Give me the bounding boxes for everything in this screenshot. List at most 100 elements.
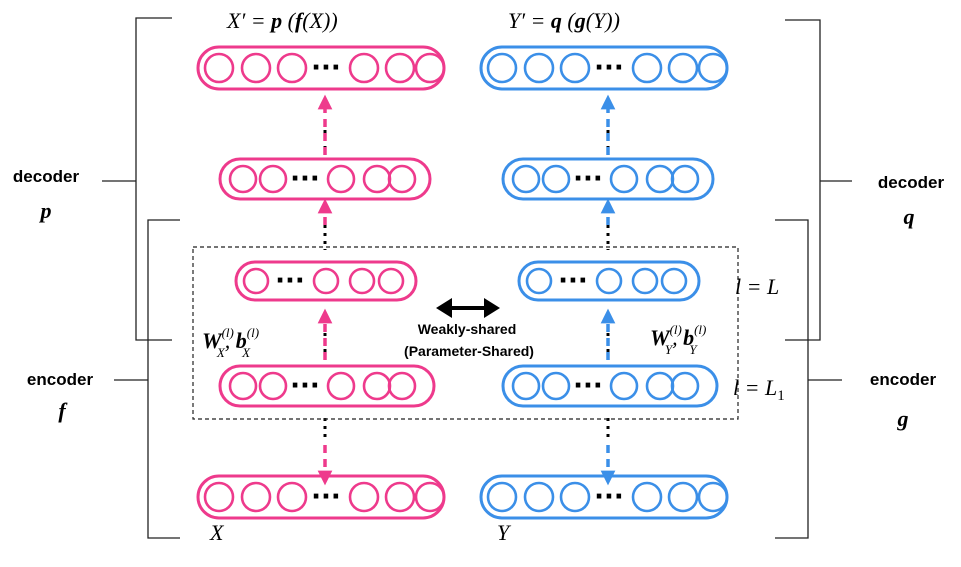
- shared-parameter-box: [192, 246, 739, 420]
- layer-capsule: [234, 260, 418, 302]
- encoder-right-label: encoder: [870, 370, 937, 389]
- decoder-left-label: decoder: [13, 167, 80, 186]
- neuron: [240, 52, 272, 84]
- neuron: [660, 267, 688, 295]
- neuron: [697, 481, 729, 513]
- weakly-shared-arrow-head-right: [484, 298, 500, 318]
- neuron: [631, 52, 663, 84]
- bottom-shared-layer: ···: [501, 364, 719, 408]
- output-layer: ···: [479, 45, 729, 91]
- encoder-left-label: encoder: [27, 370, 94, 389]
- left-network: ··· ··· ··· ··· ···: [196, 45, 446, 520]
- neuron: [228, 164, 258, 194]
- neuron: [312, 267, 340, 295]
- neuron: [595, 267, 623, 295]
- neuron: [276, 481, 308, 513]
- right-output-equation: Y′ = q (g(Y)): [508, 8, 620, 33]
- neuron: [486, 481, 518, 513]
- neuron: [631, 267, 659, 295]
- layer-capsule: [501, 157, 715, 201]
- neuron-ellipsis: ···: [275, 266, 305, 296]
- input-layer: ···: [479, 474, 729, 520]
- weights-left-label: W(l)X, b(l)X: [202, 325, 259, 360]
- neuron: [326, 164, 356, 194]
- neuron: [486, 52, 518, 84]
- decoder-hidden-layer: ···: [501, 157, 715, 201]
- parameter-shared-label: (Parameter-Shared): [404, 343, 534, 359]
- encoder-right-bracket: [775, 219, 809, 539]
- weights-right-label: W(l)Y, b(l)Y: [650, 322, 706, 357]
- decoder-left-bracket: [135, 17, 172, 341]
- neuron: [541, 371, 571, 401]
- neuron: [559, 481, 591, 513]
- neuron: [609, 164, 639, 194]
- neuron: [387, 164, 417, 194]
- neuron: [645, 371, 675, 401]
- neuron: [511, 164, 541, 194]
- encoder-right-symbol: g: [897, 406, 909, 431]
- decoder-right-bracket: [785, 19, 821, 341]
- neuron: [559, 52, 591, 84]
- layer-L-label: l = L: [735, 274, 779, 299]
- weakly-shared-arrow-head-left: [436, 298, 452, 318]
- neuron: [242, 267, 270, 295]
- neuron-ellipsis: ···: [311, 482, 341, 512]
- neuron: [276, 52, 308, 84]
- neuron-ellipsis: ···: [311, 53, 341, 83]
- neuron: [523, 481, 555, 513]
- layer-capsule: [218, 364, 436, 408]
- neuron: [609, 371, 639, 401]
- neuron-ellipsis: ···: [558, 266, 588, 296]
- neuron: [348, 267, 376, 295]
- neuron: [541, 164, 571, 194]
- left-output-equation: X′ = p (f(X)): [226, 8, 338, 33]
- neuron: [203, 52, 235, 84]
- input-right-label: Y: [497, 520, 512, 545]
- neuron: [670, 371, 700, 401]
- right-network: ··· ··· ··· ··· ···: [479, 45, 729, 520]
- bottom-shared-layer: ···: [218, 364, 436, 408]
- neuron: [377, 267, 405, 295]
- layer-capsule: [218, 157, 432, 201]
- neuron: [387, 371, 417, 401]
- layer-L1-label: l = L1: [733, 375, 785, 404]
- neuron: [670, 164, 700, 194]
- neuron: [414, 52, 446, 84]
- neuron: [348, 52, 380, 84]
- neuron: [258, 371, 288, 401]
- neuron-ellipsis: ···: [290, 371, 320, 401]
- neuron: [697, 52, 729, 84]
- decoder-right-label: decoder: [878, 173, 945, 192]
- neuron: [525, 267, 553, 295]
- decoder-left-symbol: p: [39, 198, 52, 223]
- neuron: [228, 371, 258, 401]
- neuron: [362, 164, 392, 194]
- neuron-ellipsis: ···: [290, 164, 320, 194]
- neuron: [240, 481, 272, 513]
- neuron: [414, 481, 446, 513]
- neuron: [362, 371, 392, 401]
- neuron: [258, 164, 288, 194]
- neuron: [511, 371, 541, 401]
- neuron: [667, 481, 699, 513]
- decoder-hidden-layer: ···: [218, 157, 432, 201]
- top-shared-layer: ···: [234, 260, 418, 302]
- neuron: [667, 52, 699, 84]
- top-shared-layer: ···: [517, 260, 701, 302]
- encoder-left-bracket: [147, 219, 180, 539]
- neuron-ellipsis: ···: [594, 482, 624, 512]
- neuron-ellipsis: ···: [573, 371, 603, 401]
- neuron: [384, 52, 416, 84]
- layer-capsule: [501, 364, 719, 408]
- weakly-shared-label: Weakly-shared: [418, 321, 517, 337]
- neuron: [326, 371, 356, 401]
- neuron: [645, 164, 675, 194]
- neuron: [523, 52, 555, 84]
- input-left-label: X: [209, 520, 225, 545]
- neuron: [631, 481, 663, 513]
- input-layer: ···: [196, 474, 446, 520]
- neuron-ellipsis: ···: [594, 53, 624, 83]
- encoder-left-symbol: f: [58, 398, 68, 423]
- layer-capsule: [517, 260, 701, 302]
